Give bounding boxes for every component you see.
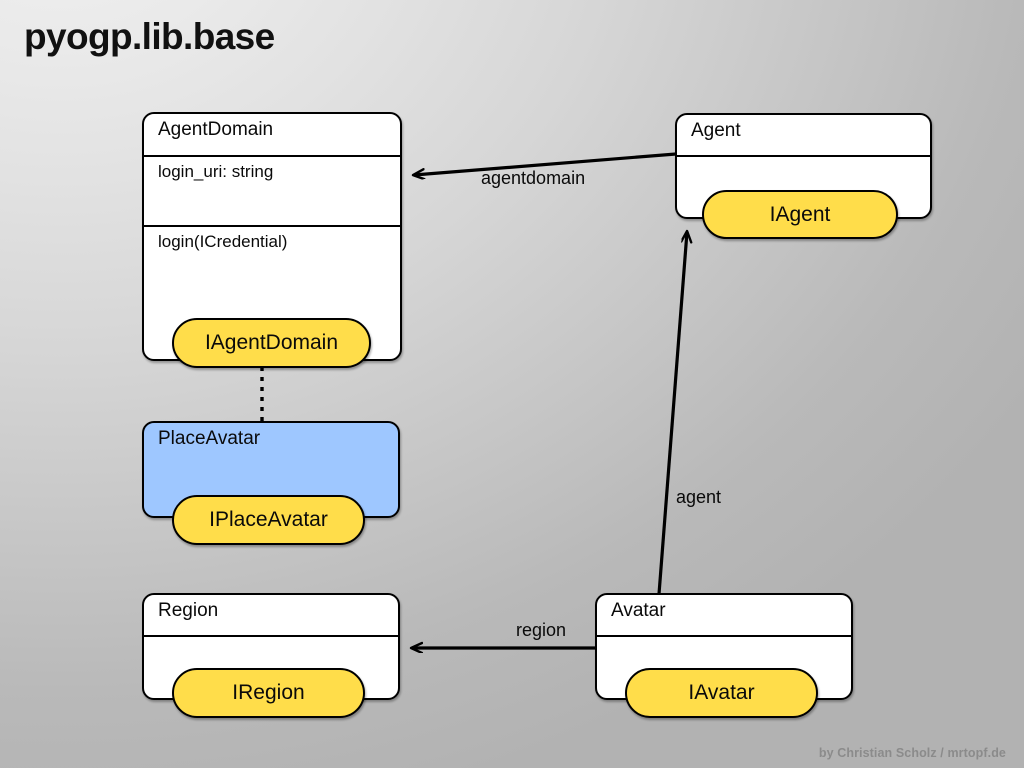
footer-credit: by Christian Scholz / mrtopf.de	[818, 746, 1006, 760]
interface-label-iplaceavatar: IPlaceAvatar	[209, 508, 328, 531]
class-attributes-compartment-agentdomain: login_uri: string	[144, 157, 400, 227]
page-title: pyogp.lib.base	[24, 16, 275, 57]
class-attribute-login-uri: login_uri: string	[158, 162, 274, 181]
interface-lozenge-iagent[interactable]: IAgent	[702, 190, 898, 239]
interface-label-iagentdomain: IAgentDomain	[204, 331, 339, 354]
interface-label-iregion: IRegion	[232, 681, 305, 704]
edge-label-region: region	[516, 620, 567, 640]
interface-lozenge-iagentdomain[interactable]: IAgentDomain	[172, 318, 371, 368]
class-title-agent: Agent	[691, 120, 741, 141]
class-operation-login: login(ICredential)	[158, 232, 288, 251]
relation-avatar-to-agent	[657, 232, 687, 595]
class-name-compartment-placeavatar: PlaceAvatar	[144, 423, 398, 516]
interface-label-iavatar: IAvatar	[688, 681, 755, 704]
class-name-compartment-agentdomain: AgentDomain	[144, 114, 400, 157]
class-name-compartment-avatar: Avatar	[597, 595, 851, 637]
class-title-avatar: Avatar	[611, 600, 666, 621]
class-name-compartment-region: Region	[144, 595, 398, 637]
class-box-agentdomain[interactable]: AgentDomain login_uri: string login(ICre…	[142, 112, 402, 361]
interface-lozenge-iregion[interactable]: IRegion	[172, 668, 365, 718]
interface-lozenge-iavatar[interactable]: IAvatar	[625, 668, 818, 718]
interface-lozenge-iplaceavatar[interactable]: IPlaceAvatar	[172, 495, 365, 545]
edge-label-agentdomain: agentdomain	[481, 168, 586, 188]
edge-label-agent: agent	[676, 487, 722, 507]
class-title-agentdomain: AgentDomain	[158, 119, 274, 140]
class-title-region: Region	[158, 600, 219, 621]
class-operations-compartment-agentdomain: login(ICredential)	[144, 227, 400, 359]
class-title-placeavatar: PlaceAvatar	[158, 428, 261, 449]
interface-label-iagent: IAgent	[769, 202, 831, 226]
class-name-compartment-agent: Agent	[677, 115, 930, 157]
relation-agent-to-agentdomain	[414, 152, 677, 175]
